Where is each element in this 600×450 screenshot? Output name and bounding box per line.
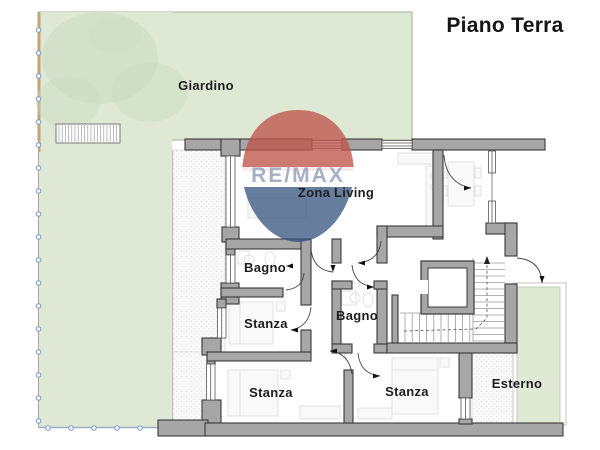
label-giardino: Giardino [178,78,234,93]
label-stanza-3: Stanza [385,384,429,399]
garden-grate-icon [55,123,121,144]
stairwell [400,256,505,343]
label-bagno-2: Bagno [336,308,378,323]
remax-brand-text: RE/MAX [251,164,345,187]
stair-steps-bottom-flight [404,313,471,343]
door-arrows [286,185,545,379]
stair-walk-line [403,263,488,332]
label-stanza-2: Stanza [249,385,293,400]
label-bagno-1: Bagno [244,260,286,275]
fence-markers [35,27,166,431]
remax-balloon-watermark-icon: RE/MAX [240,110,356,242]
label-esterno: Esterno [492,376,543,391]
room-labels: Giardino Zona Living Bagno Stanza Bagno … [178,78,542,400]
stair-direction-arrow-icon [484,256,490,264]
garden-area [35,11,413,431]
elevator-shaft [420,260,475,315]
stair-steps-vertical-flight [473,262,505,342]
label-zona-living: Zona Living [298,185,374,200]
esterno-area [512,282,567,426]
grate-lines [58,125,117,142]
label-stanza-1: Stanza [244,316,288,331]
tree-icon [36,12,188,128]
paved-areas [172,149,514,424]
page-title: Piano Terra [446,14,563,37]
